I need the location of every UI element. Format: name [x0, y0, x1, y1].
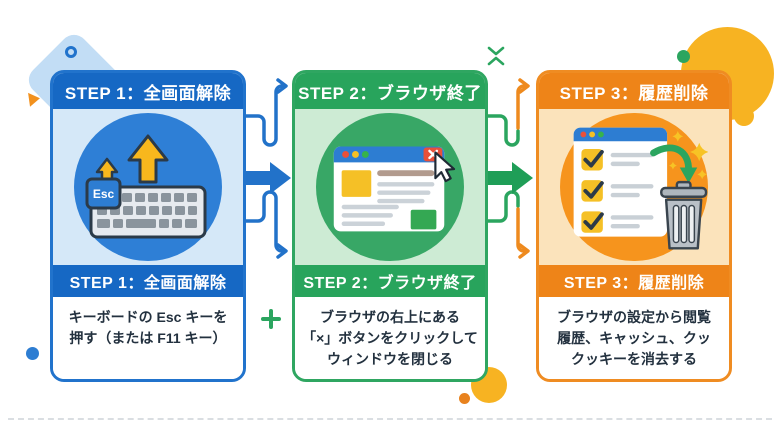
green-dot-icon: [677, 50, 690, 63]
step-3-description: ブラウザの設定から閲覧 履歴、キャッシュ、クッ クッキーを消去する: [557, 309, 711, 367]
step-3-illustration-area: [539, 109, 729, 265]
step-1-footer: キーボードの Esc キーを 押す（または F11 キー）: [53, 297, 243, 379]
blue-ring-icon: [65, 46, 77, 58]
blue-dot-icon: [26, 347, 39, 360]
yellow-dot-decoration: [734, 106, 754, 126]
step-1-midbar: STEP 1：全画面解除: [53, 265, 243, 297]
browser-close-icon: [333, 146, 456, 232]
step-3-header: STEP 3：履歴削除: [539, 73, 729, 109]
step-2-circle: [316, 113, 464, 261]
divider-line: [8, 418, 772, 420]
step-3-footer: ブラウザの設定から閲覧 履歴、キャッシュ、クッ クッキーを消去する: [539, 297, 729, 379]
step-3-circle: [560, 113, 708, 261]
step-1-circle: Esc: [74, 113, 222, 261]
connector-step1-step2: [246, 70, 293, 282]
step-1-illustration-area: Esc: [53, 109, 243, 265]
green-orange-arrow-connector-icon: [488, 78, 533, 259]
step-3-midbar: STEP 3：履歴削除: [539, 265, 729, 297]
orange-dot-icon: [459, 393, 470, 404]
plus-icon: [260, 308, 282, 330]
connector-step2-step3: [488, 70, 535, 282]
step-1-header: STEP 1：全画面解除: [53, 73, 243, 109]
step-2-description: ブラウザの右上にある 「×」ボタンをクリックして ウィンドウを閉じる: [302, 309, 478, 367]
step-1-card: STEP 1：全画面解除 Esc STEP 1：全画面解除 キーボードの Esc…: [50, 70, 246, 382]
esc-key-label: Esc: [93, 187, 115, 201]
keyboard-esc-icon: Esc: [85, 134, 207, 239]
sparkle-icons: [669, 131, 708, 180]
step-2-card: STEP 2：ブラウザ終了: [292, 70, 488, 382]
checklist-trash-icon: [573, 127, 708, 250]
blue-arrow-connector-icon: [246, 78, 291, 259]
compress-x-icon: [487, 46, 505, 66]
step-2-midbar: STEP 2：ブラウザ終了: [295, 265, 485, 297]
step-3-card: STEP 3：履歴削除: [536, 70, 732, 382]
step-1-description: キーボードの Esc キーを 押す（または F11 キー）: [68, 309, 228, 346]
step-2-header: STEP 2：ブラウザ終了: [295, 73, 485, 109]
step-2-footer: ブラウザの右上にある 「×」ボタンをクリックして ウィンドウを閉じる: [295, 297, 485, 379]
orange-triangle-icon: [28, 91, 41, 107]
step-2-illustration-area: [295, 109, 485, 265]
